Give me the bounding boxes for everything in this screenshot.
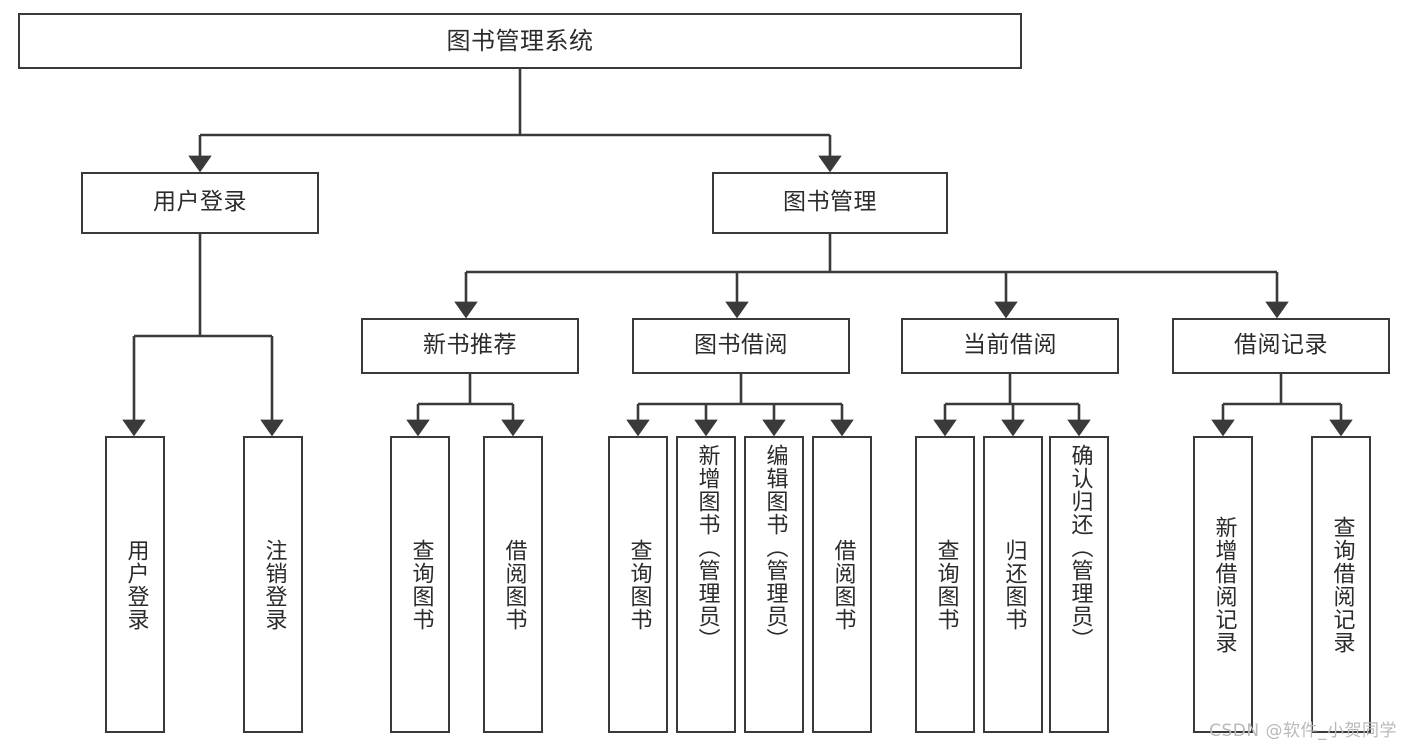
- node-current-borrow[interactable]: 当前借阅: [901, 318, 1119, 374]
- node-root[interactable]: 图书管理系统: [18, 13, 1022, 69]
- leaf-node[interactable]: 新增图书（管理员）: [676, 436, 736, 733]
- node-book-borrow[interactable]: 图书借阅: [632, 318, 850, 374]
- node-user-login[interactable]: 用户登录: [81, 172, 319, 234]
- node-book-management[interactable]: 图书管理: [712, 172, 948, 234]
- leaf-node-label: 用户登录: [123, 538, 149, 631]
- node-book-management-label: 图书管理: [783, 189, 877, 216]
- leaf-node[interactable]: 归还图书: [983, 436, 1043, 733]
- leaf-node-label: 查询图书: [626, 538, 652, 631]
- leaf-node-label: 注销登录: [261, 538, 287, 631]
- node-root-label: 图书管理系统: [446, 26, 594, 55]
- leaf-node[interactable]: 查询借阅记录: [1311, 436, 1371, 733]
- leaf-node[interactable]: 借阅图书: [812, 436, 872, 733]
- leaf-node-label: 确认归还（管理员）: [1067, 444, 1093, 651]
- leaf-node[interactable]: 注销登录: [243, 436, 303, 733]
- node-new-book-recommend-label: 新书推荐: [423, 332, 517, 359]
- leaf-node[interactable]: 查询图书: [390, 436, 450, 733]
- node-current-borrow-label: 当前借阅: [963, 332, 1057, 359]
- leaf-node[interactable]: 借阅图书: [483, 436, 543, 733]
- node-user-login-label: 用户登录: [153, 189, 247, 216]
- csdn-watermark: CSDN @软件_小贺同学: [1209, 721, 1397, 741]
- node-book-borrow-label: 图书借阅: [694, 332, 788, 359]
- leaf-node-label: 归还图书: [1001, 538, 1027, 631]
- leaf-node-label: 编辑图书（管理员）: [762, 444, 788, 651]
- leaf-node-label: 查询图书: [933, 538, 959, 631]
- leaf-node-label: 新增图书（管理员）: [694, 444, 720, 651]
- leaf-node-label: 借阅图书: [830, 538, 856, 631]
- leaf-node[interactable]: 确认归还（管理员）: [1049, 436, 1109, 733]
- leaf-node-label: 新增借阅记录: [1211, 515, 1237, 654]
- leaf-node-label: 查询图书: [408, 538, 434, 631]
- leaf-node[interactable]: 用户登录: [105, 436, 165, 733]
- node-borrow-records[interactable]: 借阅记录: [1172, 318, 1390, 374]
- node-new-book-recommend[interactable]: 新书推荐: [361, 318, 579, 374]
- leaf-node[interactable]: 查询图书: [608, 436, 668, 733]
- leaf-node[interactable]: 查询图书: [915, 436, 975, 733]
- leaf-node[interactable]: 编辑图书（管理员）: [744, 436, 804, 733]
- leaf-node[interactable]: 新增借阅记录: [1193, 436, 1253, 733]
- node-borrow-records-label: 借阅记录: [1234, 332, 1328, 359]
- leaf-node-label: 查询借阅记录: [1329, 515, 1355, 654]
- leaf-node-label: 借阅图书: [501, 538, 527, 631]
